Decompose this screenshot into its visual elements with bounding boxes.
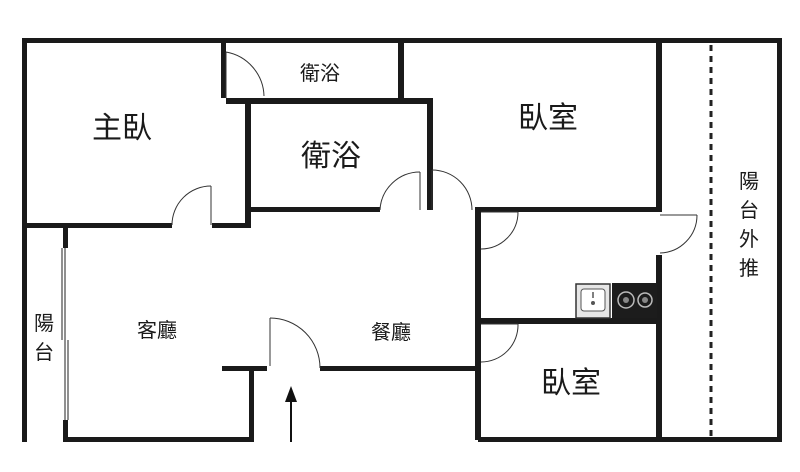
room-label-bedroom-bottom: 臥室: [541, 366, 601, 401]
room-label-master-bedroom: 主臥: [92, 111, 152, 146]
room-label-bathroom-main: 衛浴: [301, 139, 361, 174]
room-label-dining-room: 餐廳: [371, 320, 411, 344]
stove-icon: [612, 283, 657, 318]
walls: [22, 38, 782, 442]
doors: [171, 51, 698, 369]
room-label-bedroom-top: 臥室: [518, 101, 578, 136]
balcony-right-char-2: 台: [739, 198, 759, 222]
balcony-left-char-1: 陽: [34, 311, 54, 335]
balcony-left-char-2: 台: [34, 340, 54, 364]
balcony-right-char-3: 外: [739, 227, 759, 251]
balcony-right-char-1: 陽: [739, 169, 759, 193]
entrance-arrow-icon: [285, 386, 297, 442]
balcony-right-char-4: 推: [739, 256, 759, 280]
sink-icon: [575, 283, 611, 319]
room-label-living-room: 客廳: [137, 318, 177, 342]
room-label-bathroom-small: 衛浴: [300, 61, 340, 85]
